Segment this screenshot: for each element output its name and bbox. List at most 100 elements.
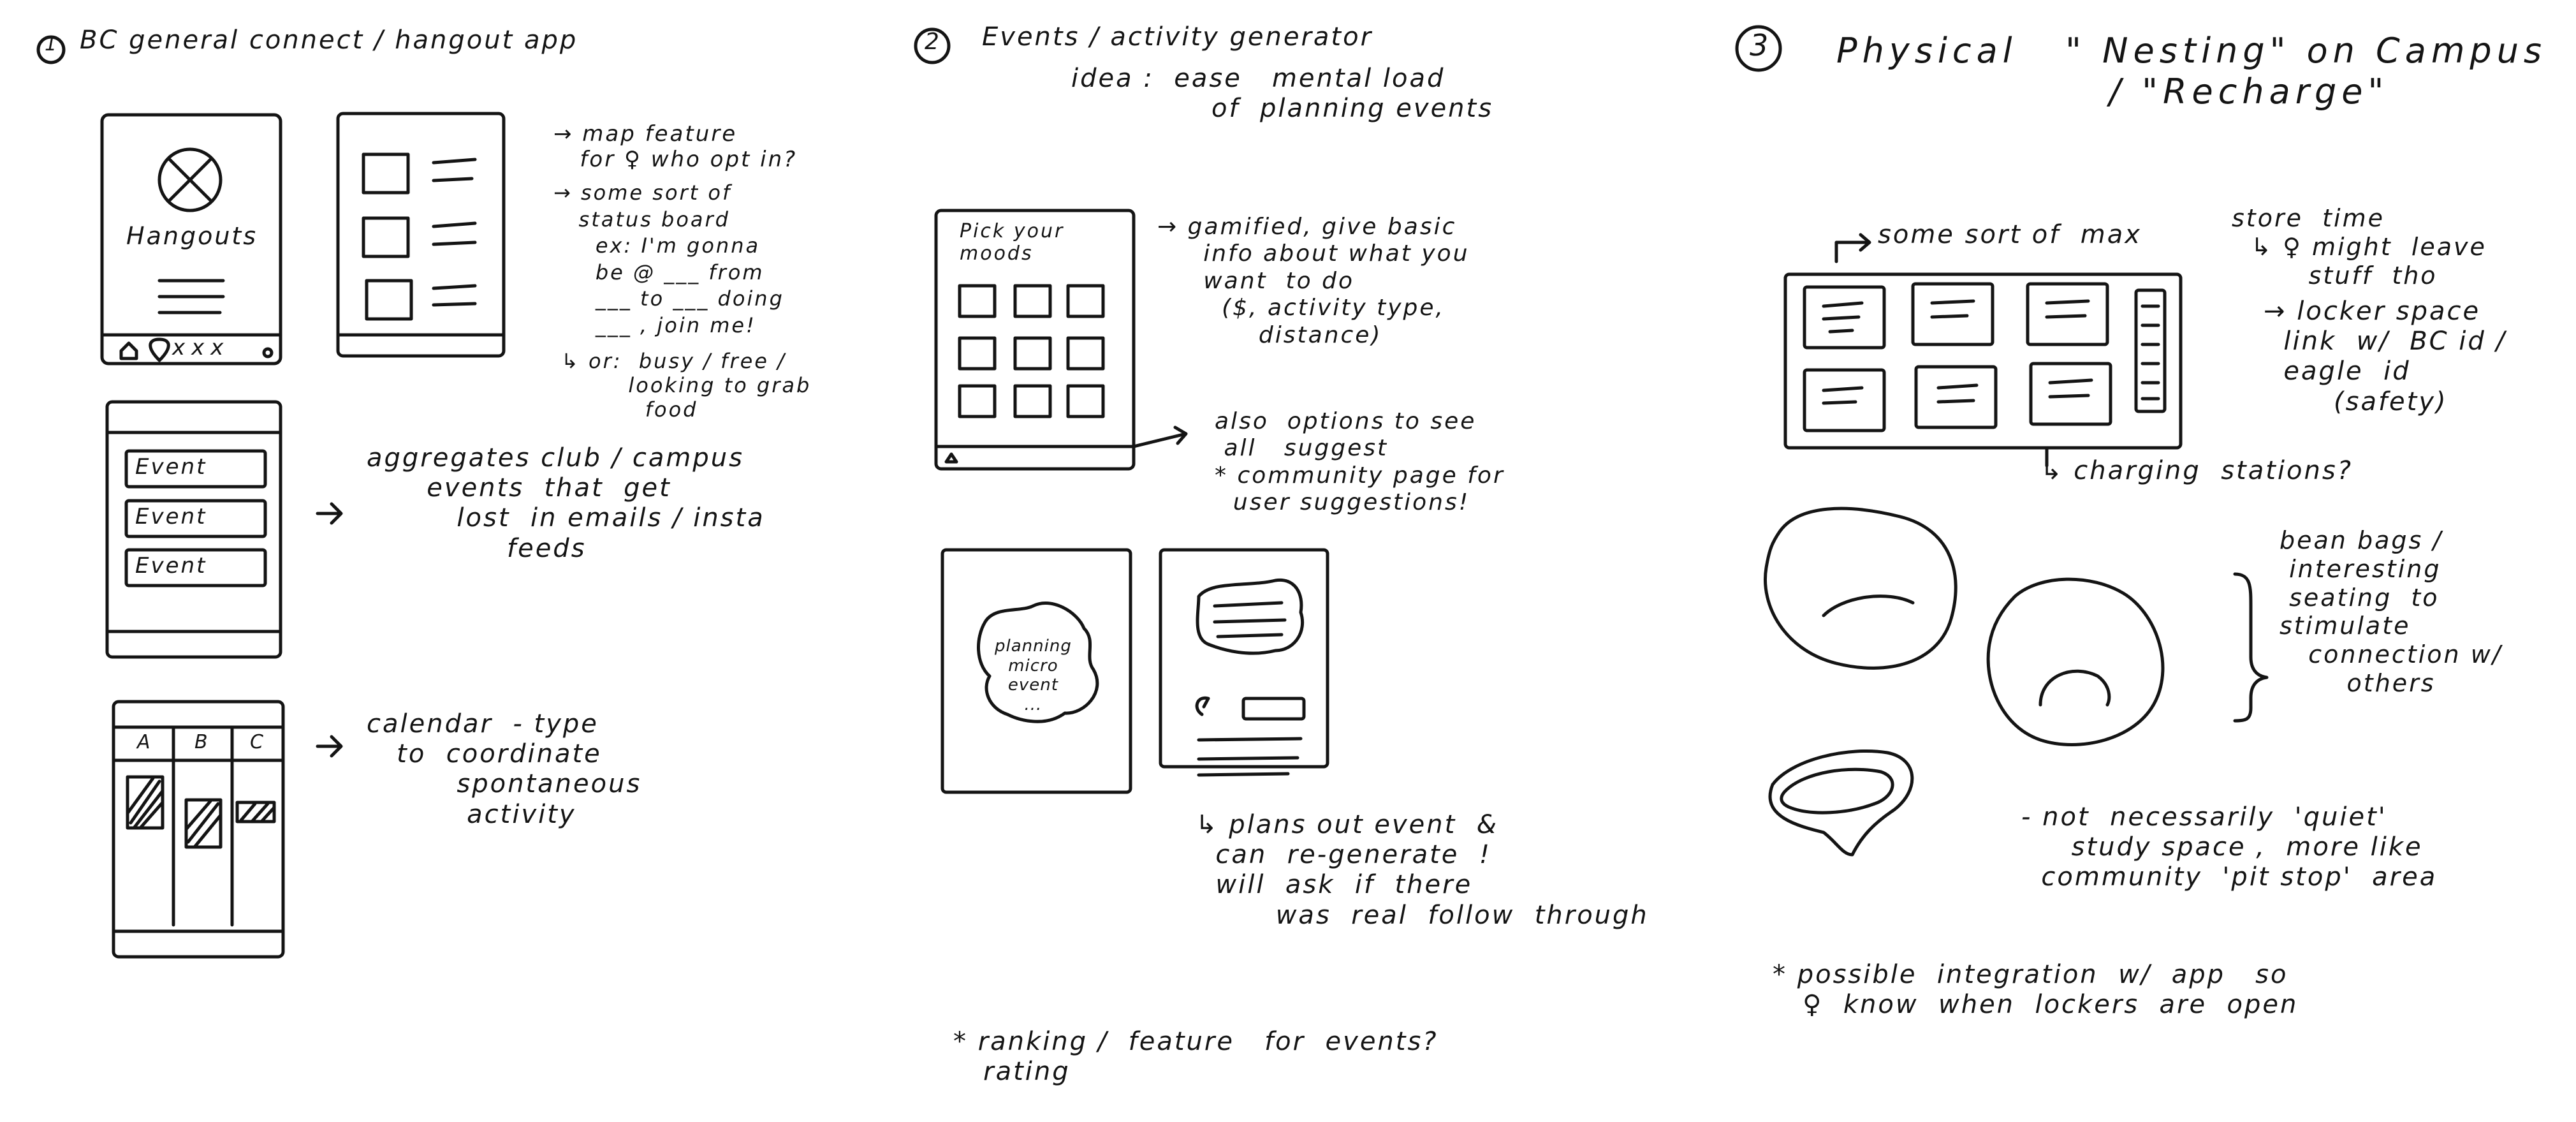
locker-1	[1803, 285, 1886, 350]
options-note: also options to see all suggest * commun…	[1215, 408, 1505, 516]
moods-small-icon	[944, 452, 958, 464]
list-lines-3	[432, 284, 477, 307]
locker-1-lines	[1822, 301, 1864, 334]
max-note-arrow	[1834, 233, 1871, 263]
list-lines-2	[432, 221, 477, 246]
integration-note: * possible integration w/ app so ♀ know …	[1773, 960, 2299, 1020]
section2-number-circle	[914, 27, 951, 64]
section1-title: BC general connect / hangout app	[80, 26, 578, 55]
section2-idea: idea : ease mental load of planning even…	[1071, 64, 1494, 124]
locker-6-lines	[2048, 378, 2093, 399]
bean-bag-2	[1986, 577, 2165, 746]
moods-phone-title: Pick your moods	[960, 220, 1065, 265]
home-icon	[119, 341, 138, 360]
locker-space-note: → locker space link w/ BC id / eagle id …	[2264, 297, 2507, 417]
bean-bag-1	[1764, 506, 1958, 670]
calendar-column-lines	[172, 725, 234, 927]
result-blob-lines	[1213, 601, 1287, 639]
hangouts-text-lines	[157, 279, 225, 314]
mood-tile-6	[1066, 336, 1105, 371]
calendar-col-b: B	[194, 731, 210, 753]
map-feature-note: → map feature for ♀ who opt in?	[553, 121, 798, 173]
plans-note: ↳ plans out event & can re-generate ! wi…	[1196, 810, 1649, 930]
calendar-col-c: C	[250, 731, 265, 753]
event-button-frame-2	[124, 499, 267, 538]
section1-number: 1	[45, 33, 59, 55]
hangouts-phone-frame	[100, 113, 282, 365]
event-button-1[interactable]: Event	[135, 454, 207, 480]
locker-3-lines	[2045, 299, 2090, 319]
mood-tile-7	[958, 384, 997, 418]
planning-blob	[977, 602, 1099, 723]
calendar-note: calendar - type to coordinate spontaneou…	[367, 709, 642, 829]
calendar-dividers	[112, 725, 285, 933]
gamified-note: → gamified, give basic info about what y…	[1157, 214, 1470, 348]
charging-panel-lines	[2141, 304, 2160, 401]
result-blob	[1196, 578, 1305, 655]
event-button-3[interactable]: Event	[135, 553, 207, 579]
bean-bag-1-seat	[1822, 594, 1915, 617]
events-phone-dividers	[105, 431, 282, 633]
max-store-time-note: some sort of max	[1878, 220, 2142, 249]
regenerate-icon	[1195, 696, 1210, 716]
event-button-frame-3	[124, 548, 267, 587]
moods-phone-frame	[934, 209, 1136, 471]
or-options-note: ↳ or: busy / free / looking to grab food	[561, 349, 812, 422]
locker-5	[1914, 365, 1998, 429]
list-thumb-3	[365, 279, 413, 321]
calendar-col-a: A	[137, 731, 152, 753]
calendar-block-b	[184, 798, 223, 849]
location-pin-icon	[149, 337, 170, 362]
calendar-phone-frame	[112, 700, 285, 959]
mood-tile-9	[1066, 384, 1105, 418]
section3-title: Physical " Nesting" on Campus / "Recharg…	[1836, 31, 2547, 112]
locker-3	[2026, 282, 2109, 346]
locker-wall-frame	[1783, 272, 2183, 450]
section1-number-circle	[36, 35, 66, 64]
list-thumb-1	[362, 152, 410, 195]
locker-4-lines	[1822, 386, 1864, 405]
seating-note: bean bags / interesting seating to stimu…	[2280, 526, 2503, 698]
aggregate-arrow	[316, 502, 343, 525]
calendar-block-a-hatch	[126, 776, 165, 830]
generator-screen-1	[940, 548, 1132, 794]
locker-5-lines	[1936, 383, 1979, 404]
bean-bag-2-seat	[2038, 669, 2111, 707]
section3-number: 3	[1750, 28, 1771, 63]
section2-title: Events / activity generator	[982, 22, 1373, 52]
locker-6	[2029, 362, 2112, 426]
hangouts-logo-icon	[157, 147, 223, 212]
mood-tile-3	[1066, 284, 1105, 318]
result-text-lines	[1197, 737, 1303, 777]
locker-2	[1911, 282, 1994, 346]
mood-tile-8	[1013, 384, 1052, 418]
list-phone-frame	[336, 112, 506, 358]
section3-number-circle	[1735, 25, 1782, 72]
event-button-frame-1	[124, 449, 267, 489]
list-lines-1	[432, 158, 477, 182]
status-board-note: → some sort of status board ex: I'm gonn…	[553, 181, 784, 337]
regenerate-button-shape	[1241, 697, 1306, 721]
mood-tile-2	[1013, 284, 1052, 318]
event-button-2[interactable]: Event	[135, 504, 207, 529]
mood-tile-1	[958, 284, 997, 318]
seating-brace	[2233, 572, 2269, 723]
store-time-note: store time ↳ ♀ might leave stuff tho	[2232, 204, 2487, 290]
charging-stations-note: ↳ charging stations?	[2040, 456, 2353, 485]
mood-tile-5	[1013, 336, 1052, 371]
calendar-block-c-hatch	[239, 802, 276, 823]
calendar-arrow	[316, 735, 343, 758]
hangouts-nav-icons: xxx	[172, 335, 230, 360]
charging-panel	[2134, 288, 2167, 413]
section2-number: 2	[925, 29, 941, 55]
list-thumb-2	[362, 216, 410, 258]
aggregate-note: aggregates club / campus events that get…	[367, 443, 765, 563]
generator-screen-2	[1159, 548, 1329, 769]
planning-blob-label: planning micro event ...	[995, 637, 1072, 715]
hangouts-phone-title: Hangouts	[126, 222, 258, 250]
floor-cushion	[1768, 749, 1914, 857]
ranking-note: * ranking / feature for events? rating	[953, 1027, 1438, 1087]
quiet-space-note: - not necessarily 'quiet' study space , …	[2021, 802, 2438, 892]
locker-4	[1803, 368, 1886, 432]
options-arrow	[1132, 425, 1188, 448]
